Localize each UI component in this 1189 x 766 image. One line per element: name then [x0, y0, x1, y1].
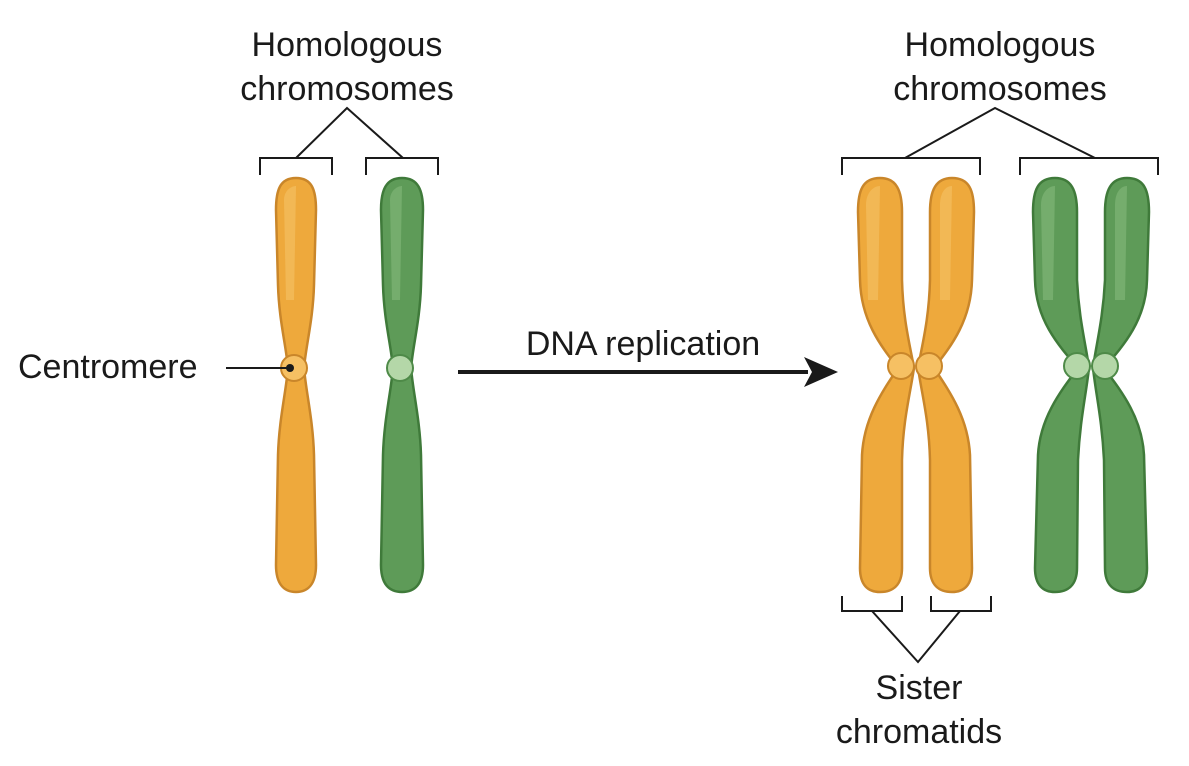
centromere-green-right: [1091, 352, 1119, 380]
chromosome-maternal-unreplicated: [274, 176, 318, 594]
sister-label-line1: Sister: [876, 669, 963, 707]
sister-chromatid-green-right: [1091, 176, 1151, 594]
homologous-label-left-line2: chromosomes: [240, 70, 454, 108]
centromere-label: Centromere: [18, 348, 198, 386]
homologous-bracket-left: [259, 106, 439, 175]
homologous-label-right-line1: Homologous: [905, 26, 1096, 64]
centromere-dot: [286, 364, 294, 372]
sister-chromatid-orange-left: [856, 176, 916, 594]
sister-chromatid-green-left: [1031, 176, 1091, 594]
sister-chromatids-bracket: [841, 596, 992, 664]
chromosome-maternal-replicated: [856, 176, 976, 594]
homologous-label-left-line1: Homologous: [252, 26, 443, 64]
homologous-label-right-line2: chromosomes: [893, 70, 1107, 108]
centromere-orange-left: [887, 352, 915, 380]
replication-arrow: [458, 357, 838, 387]
chromosome-paternal-replicated: [1031, 176, 1151, 594]
sister-chromatid-orange-right: [916, 176, 976, 594]
centromere-orange-right: [915, 352, 943, 380]
sister-label-line2: chromatids: [836, 713, 1002, 751]
process-label: DNA replication: [526, 325, 760, 363]
homologous-bracket-right: [841, 106, 1159, 175]
centromere-paternal: [386, 354, 414, 382]
chromosome-paternal-unreplicated: [379, 176, 425, 594]
centromere-green-left: [1063, 352, 1091, 380]
